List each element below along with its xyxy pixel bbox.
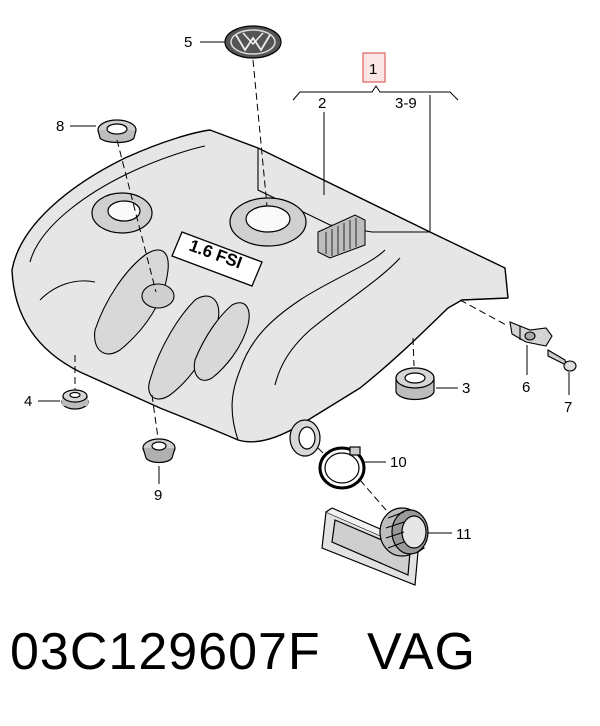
screw-7 [547,349,577,372]
cover-outlet [289,419,321,457]
rubber-mount-4 [61,389,89,410]
vw-emblem [224,25,282,59]
fsi-badge: 1.6 FSI [171,231,263,287]
callout-7: 7 [564,399,572,416]
air-duct-11 [321,507,429,586]
callout-4: 4 [24,393,32,410]
leader-lines [38,41,570,534]
callout-9: 9 [154,487,162,504]
callout-10: 10 [390,454,407,471]
callout-1-highlight [362,52,386,83]
grommet-9 [142,438,176,464]
part-number: 03C129607F [10,623,321,681]
callout-8: 8 [56,118,64,135]
grommet-3 [395,367,435,401]
hose-clamp-10 [318,446,366,490]
assembly-axes [74,59,509,511]
lower-mount-cup [141,283,175,309]
cover-contours [29,145,506,441]
part-number-caption: 03C129607F VAG [10,622,476,682]
callout-6: 6 [522,379,530,396]
callout-1: 1 [369,61,377,78]
brand-label: VAG [367,623,476,681]
callout-5: 5 [184,34,192,51]
left-mount-cup [91,192,153,234]
clip-6 [509,321,553,347]
center-mount-cup [229,197,307,247]
callout-3-9: 3-9 [395,95,417,112]
insulation-pad [317,214,366,259]
grommet-8 [97,119,137,144]
callout-3: 3 [462,380,470,397]
callout-2: 2 [318,95,326,112]
callout-11: 11 [456,526,472,543]
